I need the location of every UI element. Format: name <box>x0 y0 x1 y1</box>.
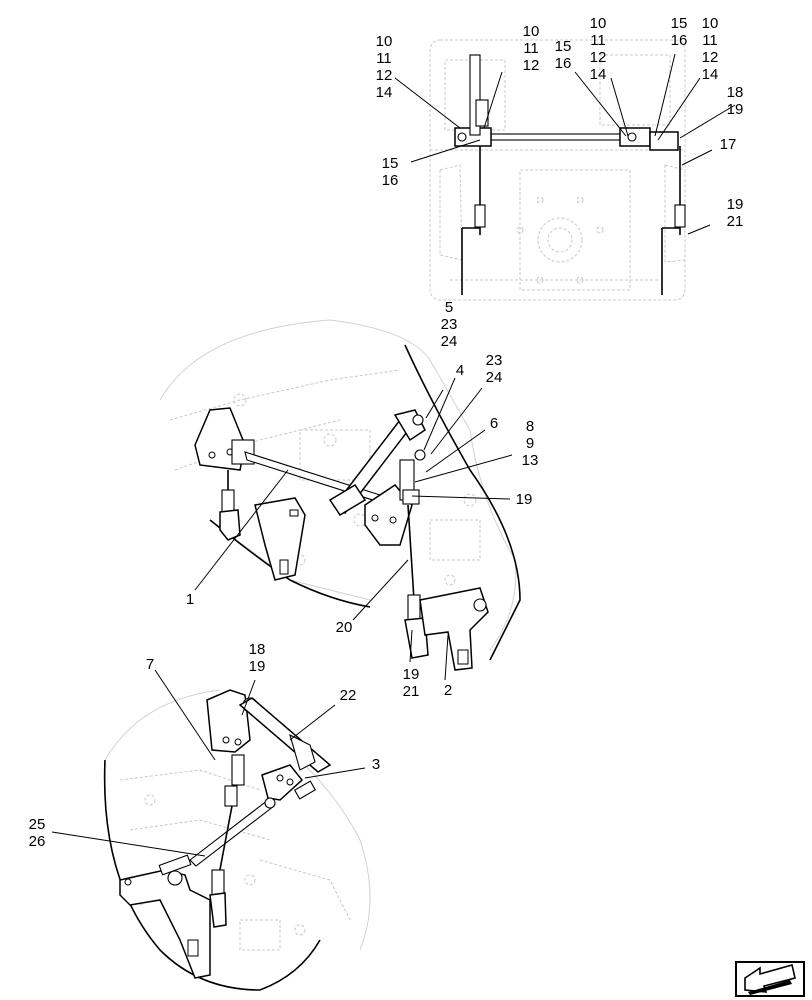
mid-left-link <box>219 470 306 581</box>
callout-number: 11 <box>376 50 392 67</box>
callout-number: 11 <box>590 32 606 49</box>
top-cross-shaft <box>454 127 679 151</box>
callout-number: 13 <box>522 452 539 469</box>
callout-number: 14 <box>376 84 393 101</box>
bot-vertical-link <box>224 754 245 807</box>
callout-number: 16 <box>555 55 572 72</box>
callout-number: 11 <box>702 32 718 49</box>
bot-right-bracket <box>261 764 317 801</box>
callout-number: 18 <box>249 641 266 658</box>
mid-lower-right-bracket <box>419 587 489 671</box>
callout-number: 17 <box>720 136 737 153</box>
callout-number: 4 <box>456 362 464 379</box>
callout-7: 7 <box>146 656 154 673</box>
callout-number: 20 <box>336 619 353 636</box>
mid-cylinder <box>328 409 426 517</box>
bot-lower-bracket <box>119 869 211 979</box>
callout-number: 19 <box>727 101 744 118</box>
callout-number: 10 <box>376 33 393 50</box>
callout-number: 15 <box>382 155 399 172</box>
callout-number: 16 <box>382 172 399 189</box>
middle-view <box>159 319 521 671</box>
callout-number: 15 <box>555 38 572 55</box>
callout-number: 12 <box>523 57 540 74</box>
callout-number: 19 <box>516 491 533 508</box>
callout-number: 19 <box>727 196 744 213</box>
bottom-view <box>103 689 371 991</box>
callout-19: 19 <box>516 491 533 508</box>
mid-left-bracket <box>194 407 255 471</box>
top-view <box>429 39 686 301</box>
top-right-rod <box>674 146 686 235</box>
callout-number: 22 <box>340 687 357 704</box>
callout-number: 19 <box>403 666 420 683</box>
callout-number: 15 <box>671 15 688 32</box>
callout-number: 16 <box>671 32 688 49</box>
callout-1: 1 <box>186 591 194 608</box>
callout-3: 3 <box>372 756 380 773</box>
callout-number: 11 <box>523 40 539 57</box>
leader-lines <box>51 53 736 857</box>
callout-number: 24 <box>486 369 503 386</box>
callout-number: 12 <box>702 49 719 66</box>
callout-number: 2 <box>444 682 452 699</box>
callout-number: 24 <box>441 333 458 350</box>
callout-number: 21 <box>727 213 744 230</box>
callout-number: 23 <box>486 352 503 369</box>
callout-number: 14 <box>702 66 719 83</box>
callout-number: 14 <box>590 66 607 83</box>
callout-number: 25 <box>29 816 46 833</box>
callout-number: 12 <box>590 49 607 66</box>
callout-6: 6 <box>490 415 498 432</box>
callout-2: 2 <box>444 682 452 699</box>
callout-number: 10 <box>702 15 719 32</box>
mid-right-bracket <box>364 414 426 546</box>
callout-number: 10 <box>590 15 607 32</box>
callout-number: 7 <box>146 656 154 673</box>
callout-4: 4 <box>456 362 464 379</box>
callout-number: 10 <box>523 23 540 40</box>
callout-20: 20 <box>336 619 353 636</box>
callout-17: 17 <box>720 136 737 153</box>
next-page-arrow-icon[interactable] <box>735 961 805 997</box>
callout-22: 22 <box>340 687 357 704</box>
bot-cross-shaft <box>189 797 276 867</box>
callout-number: 19 <box>249 658 266 675</box>
callout-number: 26 <box>29 833 46 850</box>
top-left-arm <box>469 54 489 235</box>
callout-number: 8 <box>526 418 534 435</box>
callout-number: 23 <box>441 316 458 333</box>
callout-number: 9 <box>526 435 534 452</box>
callout-number: 6 <box>490 415 498 432</box>
callout-number: 1 <box>186 591 194 608</box>
callout-number: 21 <box>403 683 420 700</box>
callout-number: 3 <box>372 756 380 773</box>
callout-number: 12 <box>376 67 393 84</box>
callout-number: 5 <box>445 299 453 316</box>
bot-lower-rod <box>209 805 233 928</box>
callout-number: 18 <box>727 84 744 101</box>
top-view-housing <box>429 39 686 301</box>
bot-lever-arm <box>238 697 332 773</box>
